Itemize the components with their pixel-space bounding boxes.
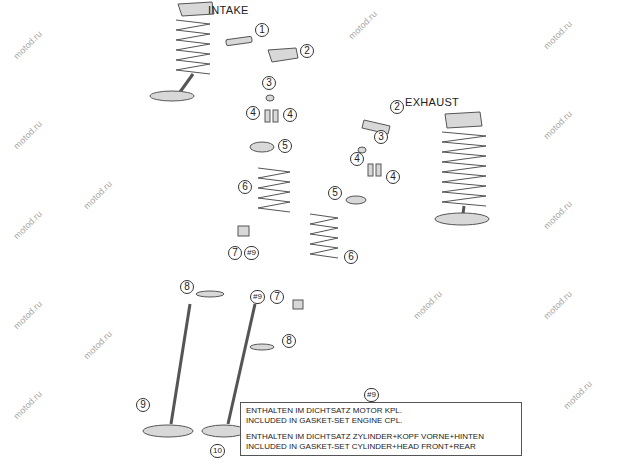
watermark: motod.ru	[82, 179, 114, 211]
valve-head	[143, 425, 193, 437]
watermark: motod.ru	[347, 9, 379, 41]
rocker-pin	[226, 36, 253, 46]
watermark: motod.ru	[82, 329, 114, 361]
watermark: motod.ru	[562, 379, 594, 411]
valve-spring	[442, 132, 486, 206]
watermark: motod.ru	[12, 119, 44, 151]
watermark: motod.ru	[542, 289, 574, 321]
section-heading: INTAKE	[208, 4, 249, 16]
watermark: motod.ru	[12, 209, 44, 241]
watermark: motod.ru	[542, 19, 574, 51]
valve-stem	[171, 304, 190, 424]
callout-number: 7	[228, 246, 242, 260]
valve-head	[435, 213, 489, 225]
watermark: motod.ru	[12, 389, 44, 421]
callout-number: 6	[344, 250, 358, 264]
shim	[266, 95, 274, 101]
callout-number: 5	[328, 186, 342, 200]
note-text: INCLUDED IN GASKET-SET CYLINDER+HEAD FRO…	[246, 442, 516, 452]
valve-keeper	[265, 110, 270, 122]
callout-number: 6	[238, 180, 252, 194]
note-text: ENTHALTEN IM DICHTSATZ ZYLINDER+KOPF VOR…	[246, 432, 516, 442]
valve-stem-seal	[293, 300, 303, 309]
callout-number: #9	[244, 246, 259, 260]
spring-retainer	[346, 196, 366, 204]
rocker-finger	[268, 48, 298, 62]
callout-number: 9	[136, 398, 150, 412]
watermark: motod.ru	[542, 199, 574, 231]
section-heading: EXHAUST	[405, 96, 459, 108]
valve-keeper	[368, 164, 373, 176]
spring-seat-washer	[196, 291, 224, 297]
note-text: ENTHALTEN IM DICHTSATZ MOTOR KPL.	[246, 406, 516, 416]
callout-number: 1	[255, 23, 269, 37]
valve-spring	[176, 20, 210, 74]
valve-stem-seal	[238, 226, 249, 236]
callout-number: 4	[350, 152, 364, 166]
valve-keeper	[376, 164, 381, 176]
callout-number: 2	[300, 44, 314, 58]
watermark: motod.ru	[542, 109, 574, 141]
valve-spring	[310, 214, 338, 258]
callout-number: 8	[282, 334, 296, 348]
rocker-arm	[445, 112, 482, 128]
callout-number: 4	[246, 106, 260, 120]
callout-number: 3	[262, 76, 276, 90]
callout-number: #9	[250, 290, 265, 304]
spring-retainer	[250, 142, 274, 152]
callout-number: 4	[283, 108, 297, 122]
callout-number: 3	[374, 130, 388, 144]
watermark: motod.ru	[412, 289, 444, 321]
watermark: motod.ru	[12, 299, 44, 331]
valve-head	[150, 91, 194, 101]
valve-stem	[180, 74, 193, 92]
callout-number: 7	[270, 290, 284, 304]
valve-keeper	[273, 110, 278, 122]
callout-number: 2	[390, 100, 404, 114]
callout-number: 8	[180, 280, 194, 294]
note-box: ENTHALTEN IM DICHTSATZ MOTOR KPL.INCLUDE…	[240, 402, 522, 456]
watermark: motod.ru	[12, 29, 44, 61]
spring-seat-washer	[250, 344, 274, 350]
callout-number: 5	[278, 139, 292, 153]
note-text: INCLUDED IN GASKET-SET ENGINE CPL.	[246, 416, 516, 426]
callout-number: 4	[386, 170, 400, 184]
callout-number: 10	[210, 444, 225, 458]
valve-spring	[258, 168, 290, 212]
callout-number: #9	[364, 388, 379, 402]
